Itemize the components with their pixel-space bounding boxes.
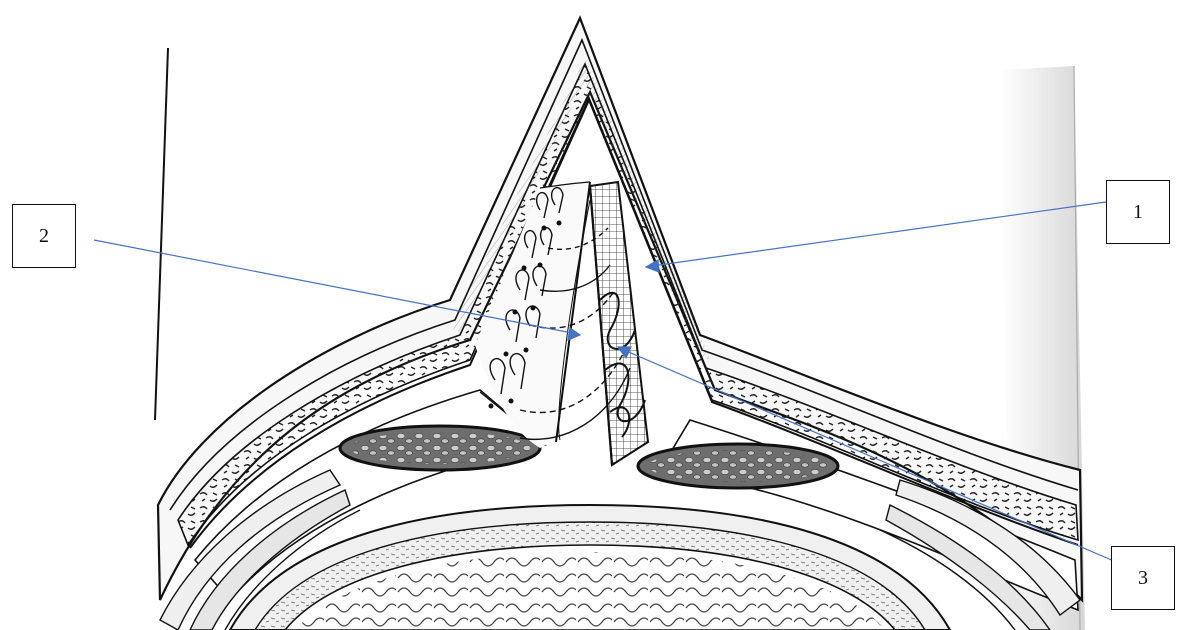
- callout-text-2: 2: [39, 225, 49, 248]
- callout-text-1: 1: [1133, 201, 1143, 224]
- callout-text-3: 3: [1138, 567, 1148, 590]
- bowel-and-peritoneum: [230, 505, 950, 630]
- callout-label-2: 2: [12, 204, 76, 268]
- callout-label-3: 3: [1111, 546, 1175, 610]
- callout-label-1: 1: [1106, 180, 1170, 244]
